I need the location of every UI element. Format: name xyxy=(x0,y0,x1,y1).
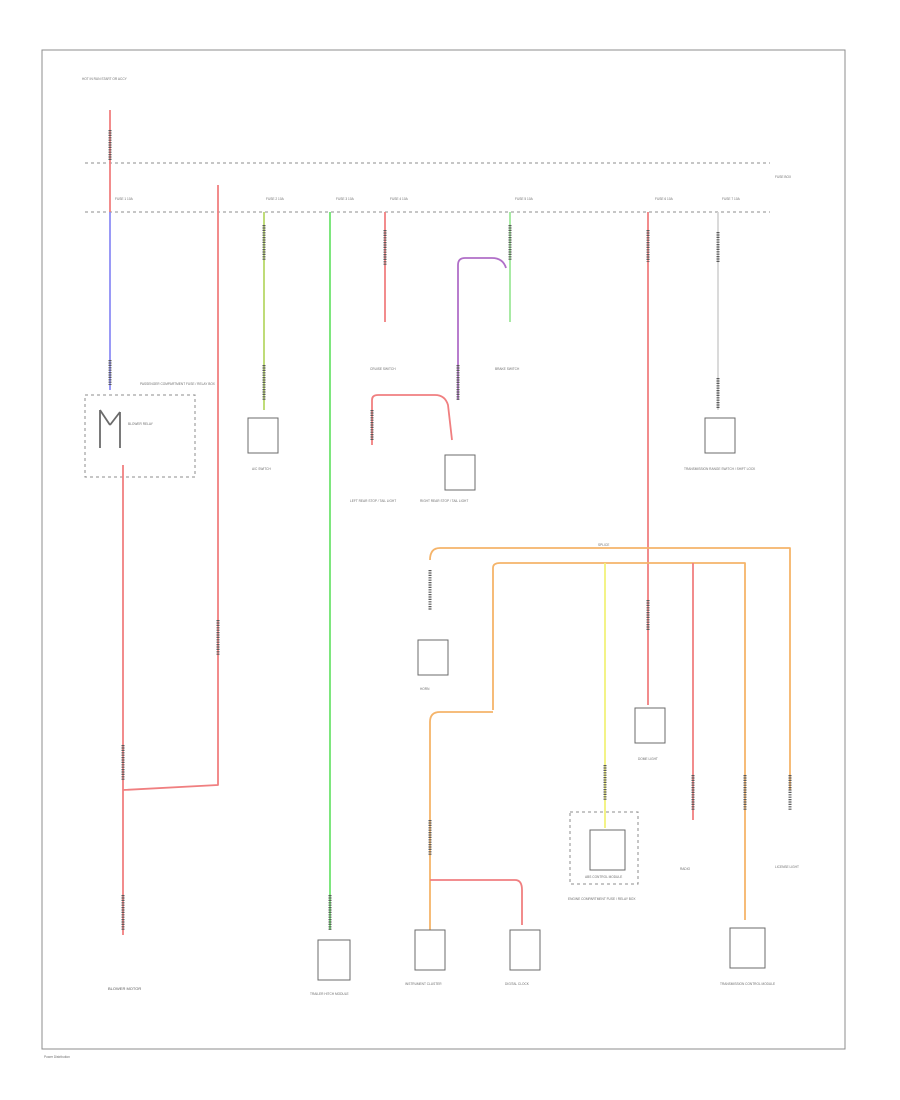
right-tail-component xyxy=(444,454,476,491)
brake-switch-label: BRAKE SWITCH xyxy=(495,367,520,371)
fuse-1-label: FUSE 1 10A xyxy=(115,197,134,201)
fuse-6-label: FUSE 6 10A xyxy=(655,197,674,201)
wire-fuse1-red xyxy=(122,185,219,791)
dome-light-component xyxy=(634,707,666,744)
horn-label: HORN xyxy=(420,687,430,691)
fuse-7-label: FUSE 7 10A xyxy=(722,197,741,201)
blower-relay-switch xyxy=(99,409,121,448)
right-tail-label: RIGHT REAR STOP / TAIL LIGHT xyxy=(420,499,468,503)
diagram-frame xyxy=(41,49,846,1050)
abs-component xyxy=(589,829,626,871)
dome-light-label: DOME LIGHT xyxy=(638,757,658,761)
wire-clock-red xyxy=(430,879,523,925)
ac-switch-label: A/C SWITCH xyxy=(252,467,271,471)
wire-tail-red xyxy=(371,394,453,445)
horn-component xyxy=(417,639,449,676)
trailer-module-component xyxy=(317,939,351,981)
fuse-3-label: FUSE 3 10A xyxy=(336,197,355,201)
cruise-label: CRUISE SWITCH xyxy=(370,367,396,371)
blower-relay-label: BLOWER RELAY xyxy=(128,422,154,426)
transmission-control-component xyxy=(729,927,766,969)
trailer-module-label: TRAILER HITCH MODULE xyxy=(310,992,349,996)
fuse-5-label: FUSE 5 10A xyxy=(515,197,534,201)
fuse-4-label: FUSE 4 10A xyxy=(390,197,409,201)
blower-motor-label: BLOWER MOTOR xyxy=(108,986,141,991)
abs-label: ABS CONTROL MODULE xyxy=(585,875,622,879)
license-label: LICENSE LIGHT xyxy=(775,865,799,869)
wire-yellow-bus xyxy=(492,562,746,920)
hot-source-label: HOT IN RUN START OR ACCY xyxy=(82,77,128,81)
page-label: Power Distribution xyxy=(44,1055,70,1059)
passenger-box-label: PASSENGER COMPARTMENT FUSE / RELAY BOX xyxy=(140,382,216,386)
fuse-box-label: FUSE BOX xyxy=(775,175,792,179)
passenger-fuse-box xyxy=(84,394,196,478)
instrument-cluster-label: INSTRUMENT CLUSTER xyxy=(405,982,442,986)
clock-label: DIGITAL CLOCK xyxy=(505,982,530,986)
wire-orange-bus xyxy=(429,547,791,790)
engine-fuse-box xyxy=(569,811,639,885)
splice-label: SPLICE xyxy=(598,543,609,547)
fuse-2-label: FUSE 2 10A xyxy=(266,197,285,201)
transmission-range-component xyxy=(704,417,736,454)
instrument-cluster-component xyxy=(414,929,446,971)
radio-label: RADIO xyxy=(680,867,691,871)
wire-violet xyxy=(457,257,507,400)
engine-box-label: ENGINE COMPARTMENT FUSE / RELAY BOX xyxy=(568,897,636,901)
clock-component xyxy=(509,929,541,971)
transmission-range-label: TRANSMISSION RANGE SWITCH / SHIFT LOCK xyxy=(684,467,756,471)
left-tail-label: LEFT REAR STOP / TAIL LIGHT xyxy=(350,499,396,503)
transmission-control-label: TRANSMISSION CONTROL MODULE xyxy=(720,982,775,986)
ac-switch-component xyxy=(247,417,279,454)
wire-orange-lower xyxy=(429,711,493,930)
